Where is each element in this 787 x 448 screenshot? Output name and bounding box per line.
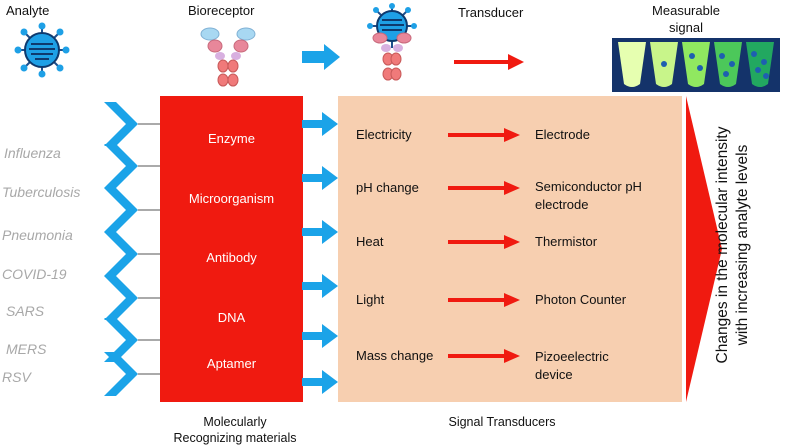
signal-input-electricity: Electricity xyxy=(356,127,412,142)
analyte-label: Analyte xyxy=(6,3,50,18)
signal-output-piezo-line2: device xyxy=(535,367,573,382)
signal-input-light: Light xyxy=(356,292,385,307)
measurable-signal-label: Measurable signal xyxy=(638,2,734,36)
measurable-line1: Measurable xyxy=(652,3,720,18)
signal-output-ph-electrode: Semiconductor pH electrode xyxy=(535,178,642,214)
signal-output-piezo-line1: Pizoeelectric xyxy=(535,349,609,364)
bioreceptor-label: Bioreceptor xyxy=(188,3,255,18)
material-antibody: Antibody xyxy=(206,250,257,265)
material-arrow-icon-2 xyxy=(302,166,338,190)
chevron-icon-7 xyxy=(104,352,138,396)
material-dna: DNA xyxy=(217,310,246,325)
materials-caption: Molecularly Recognizing materials xyxy=(150,414,320,446)
chevron-icon-2 xyxy=(104,144,138,188)
material-arrow-icon-5 xyxy=(302,324,338,348)
material-enzyme: Enzyme xyxy=(208,131,255,146)
signal-output-ph-line2: electrode xyxy=(535,197,589,212)
signal-output-piezoelectric: Pizoeelectric device xyxy=(535,348,609,384)
chevron-icon-1 xyxy=(104,102,138,146)
materials-caption-line2: Recognizing materials xyxy=(173,431,297,445)
side-text-line2: with increasing analyte levels xyxy=(734,144,751,346)
transducers-box xyxy=(338,96,682,402)
material-microorganism: Microorganism xyxy=(188,191,275,206)
virus-antibody-complex-icon xyxy=(367,3,417,81)
blue-arrow-icon xyxy=(302,44,340,70)
materials-box xyxy=(160,96,303,402)
transducers-caption: Signal Transducers xyxy=(448,415,556,429)
chevron-icon-4 xyxy=(104,232,138,276)
signal-output-electrode: Electrode xyxy=(535,127,590,142)
materials-caption-line1: Molecularly xyxy=(203,415,267,429)
signal-input-heat: Heat xyxy=(356,234,384,249)
antibody-icon xyxy=(200,27,256,87)
disease-pneumonia: Pneumonia xyxy=(2,227,73,243)
signal-input-mass-change: Mass change xyxy=(356,348,434,363)
signal-input-ph-change: pH change xyxy=(356,180,419,195)
material-arrow-icon-6 xyxy=(302,370,338,394)
disease-covid19: COVID-19 xyxy=(2,266,67,282)
signal-tubes-icon xyxy=(612,38,780,92)
measurable-line2: signal xyxy=(669,20,703,35)
disease-rsv: RSV xyxy=(2,369,31,385)
red-arrow-icon xyxy=(454,54,524,70)
signal-output-ph-line1: Semiconductor pH xyxy=(535,179,642,194)
signal-output-thermistor: Thermistor xyxy=(535,234,598,249)
disease-sars: SARS xyxy=(6,303,45,319)
increase-triangle xyxy=(686,96,722,402)
side-text-line1: Changes in the molecular intensity xyxy=(714,126,731,364)
material-arrow-icon-3 xyxy=(302,220,338,244)
chevron-icon-3 xyxy=(104,188,138,232)
material-arrow-icon-1 xyxy=(302,112,338,136)
material-arrow-icon-4 xyxy=(302,274,338,298)
transducer-arrows xyxy=(448,128,520,363)
disease-influenza: Influenza xyxy=(4,145,61,161)
chevron-icon-5 xyxy=(104,276,138,320)
disease-tuberculosis: Tuberculosis xyxy=(2,184,81,200)
virus-icon xyxy=(14,22,70,78)
signal-output-photon-counter: Photon Counter xyxy=(535,292,627,307)
material-aptamer: Aptamer xyxy=(206,356,257,371)
material-arrows xyxy=(302,112,338,394)
transducer-label: Transducer xyxy=(458,5,524,20)
chevron-icon-6 xyxy=(104,318,138,362)
disease-mers: MERS xyxy=(6,341,47,357)
disease-chevrons xyxy=(104,102,162,396)
